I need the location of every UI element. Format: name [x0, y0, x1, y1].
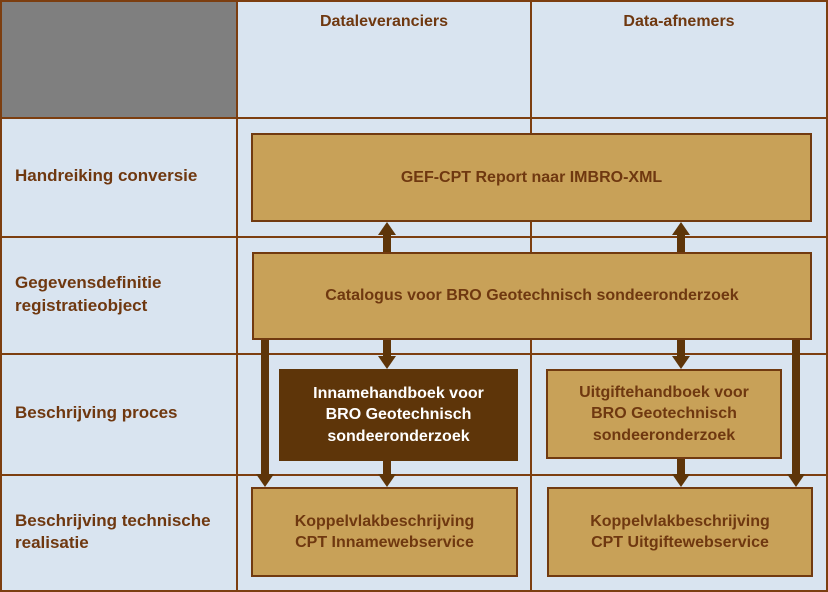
arrow-catalogus-to-gefcpt-left: [383, 235, 391, 252]
arrow-up-icon: [672, 222, 690, 235]
row-label-handreiking-conversie: Handreiking conversie: [15, 166, 198, 186]
arrow-catalogus-to-innamehandboek: [383, 340, 391, 356]
box-innamehandboek: Innamehandboek voor BRO Geotechnisch son…: [279, 369, 518, 461]
box-koppelvlakbeschrijving-cpt-uitgiftewebservice: Koppelvlakbeschrijving CPT Uitgiftewebse…: [547, 487, 813, 577]
column-header-data-afnemers: Data-afnemers: [623, 13, 735, 30]
box-gef-cpt-report-naar-imbro-xml: GEF-CPT Report naar IMBRO-XML: [251, 133, 812, 222]
arrow-catalogus-to-uitgiftehandboek: [677, 340, 685, 356]
arrow-down-icon: [672, 474, 690, 487]
arrow-catalogus-to-gefcpt-right: [677, 235, 685, 252]
arrow-up-icon: [378, 222, 396, 235]
arrow-catalogus-to-koppelvlak-uitgifte: [792, 340, 800, 474]
grid-line-row3: [2, 353, 826, 355]
arrow-down-icon: [378, 356, 396, 369]
row-label-gegevensdefinitie-registratieobject: Gegevensdefinitie registratieobject: [15, 273, 162, 315]
arrow-down-icon: [378, 474, 396, 487]
arrow-down-icon: [787, 474, 805, 487]
grid-line-col1: [236, 2, 238, 590]
row-label-beschrijving-proces: Beschrijving proces: [15, 403, 178, 423]
arrow-down-icon: [672, 356, 690, 369]
grid-line-row2: [2, 236, 826, 238]
row-label-beschrijving-technische-realisatie: Beschrijving technische realisatie: [15, 510, 211, 552]
grid-line-row4: [2, 474, 826, 476]
corner-cell: [2, 2, 237, 118]
arrow-catalogus-to-koppelvlak-inname: [261, 340, 269, 474]
box-koppelvlakbeschrijving-cpt-innamewebservice: Koppelvlakbeschrijving CPT Innamewebserv…: [251, 487, 518, 577]
arrow-uitgiftehandboek-to-koppelvlak: [677, 459, 685, 474]
arrow-down-icon: [256, 474, 274, 487]
grid-line-row1: [2, 117, 826, 119]
box-uitgiftehandboek: Uitgiftehandboek voor BRO Geotechnisch s…: [546, 369, 782, 459]
arrow-innamehandboek-to-koppelvlak: [383, 461, 391, 474]
column-header-dataleveranciers: Dataleveranciers: [319, 13, 449, 30]
box-catalogus-bro-geotechnisch-sondeeronderzoek: Catalogus voor BRO Geotechnisch sondeero…: [252, 252, 812, 340]
